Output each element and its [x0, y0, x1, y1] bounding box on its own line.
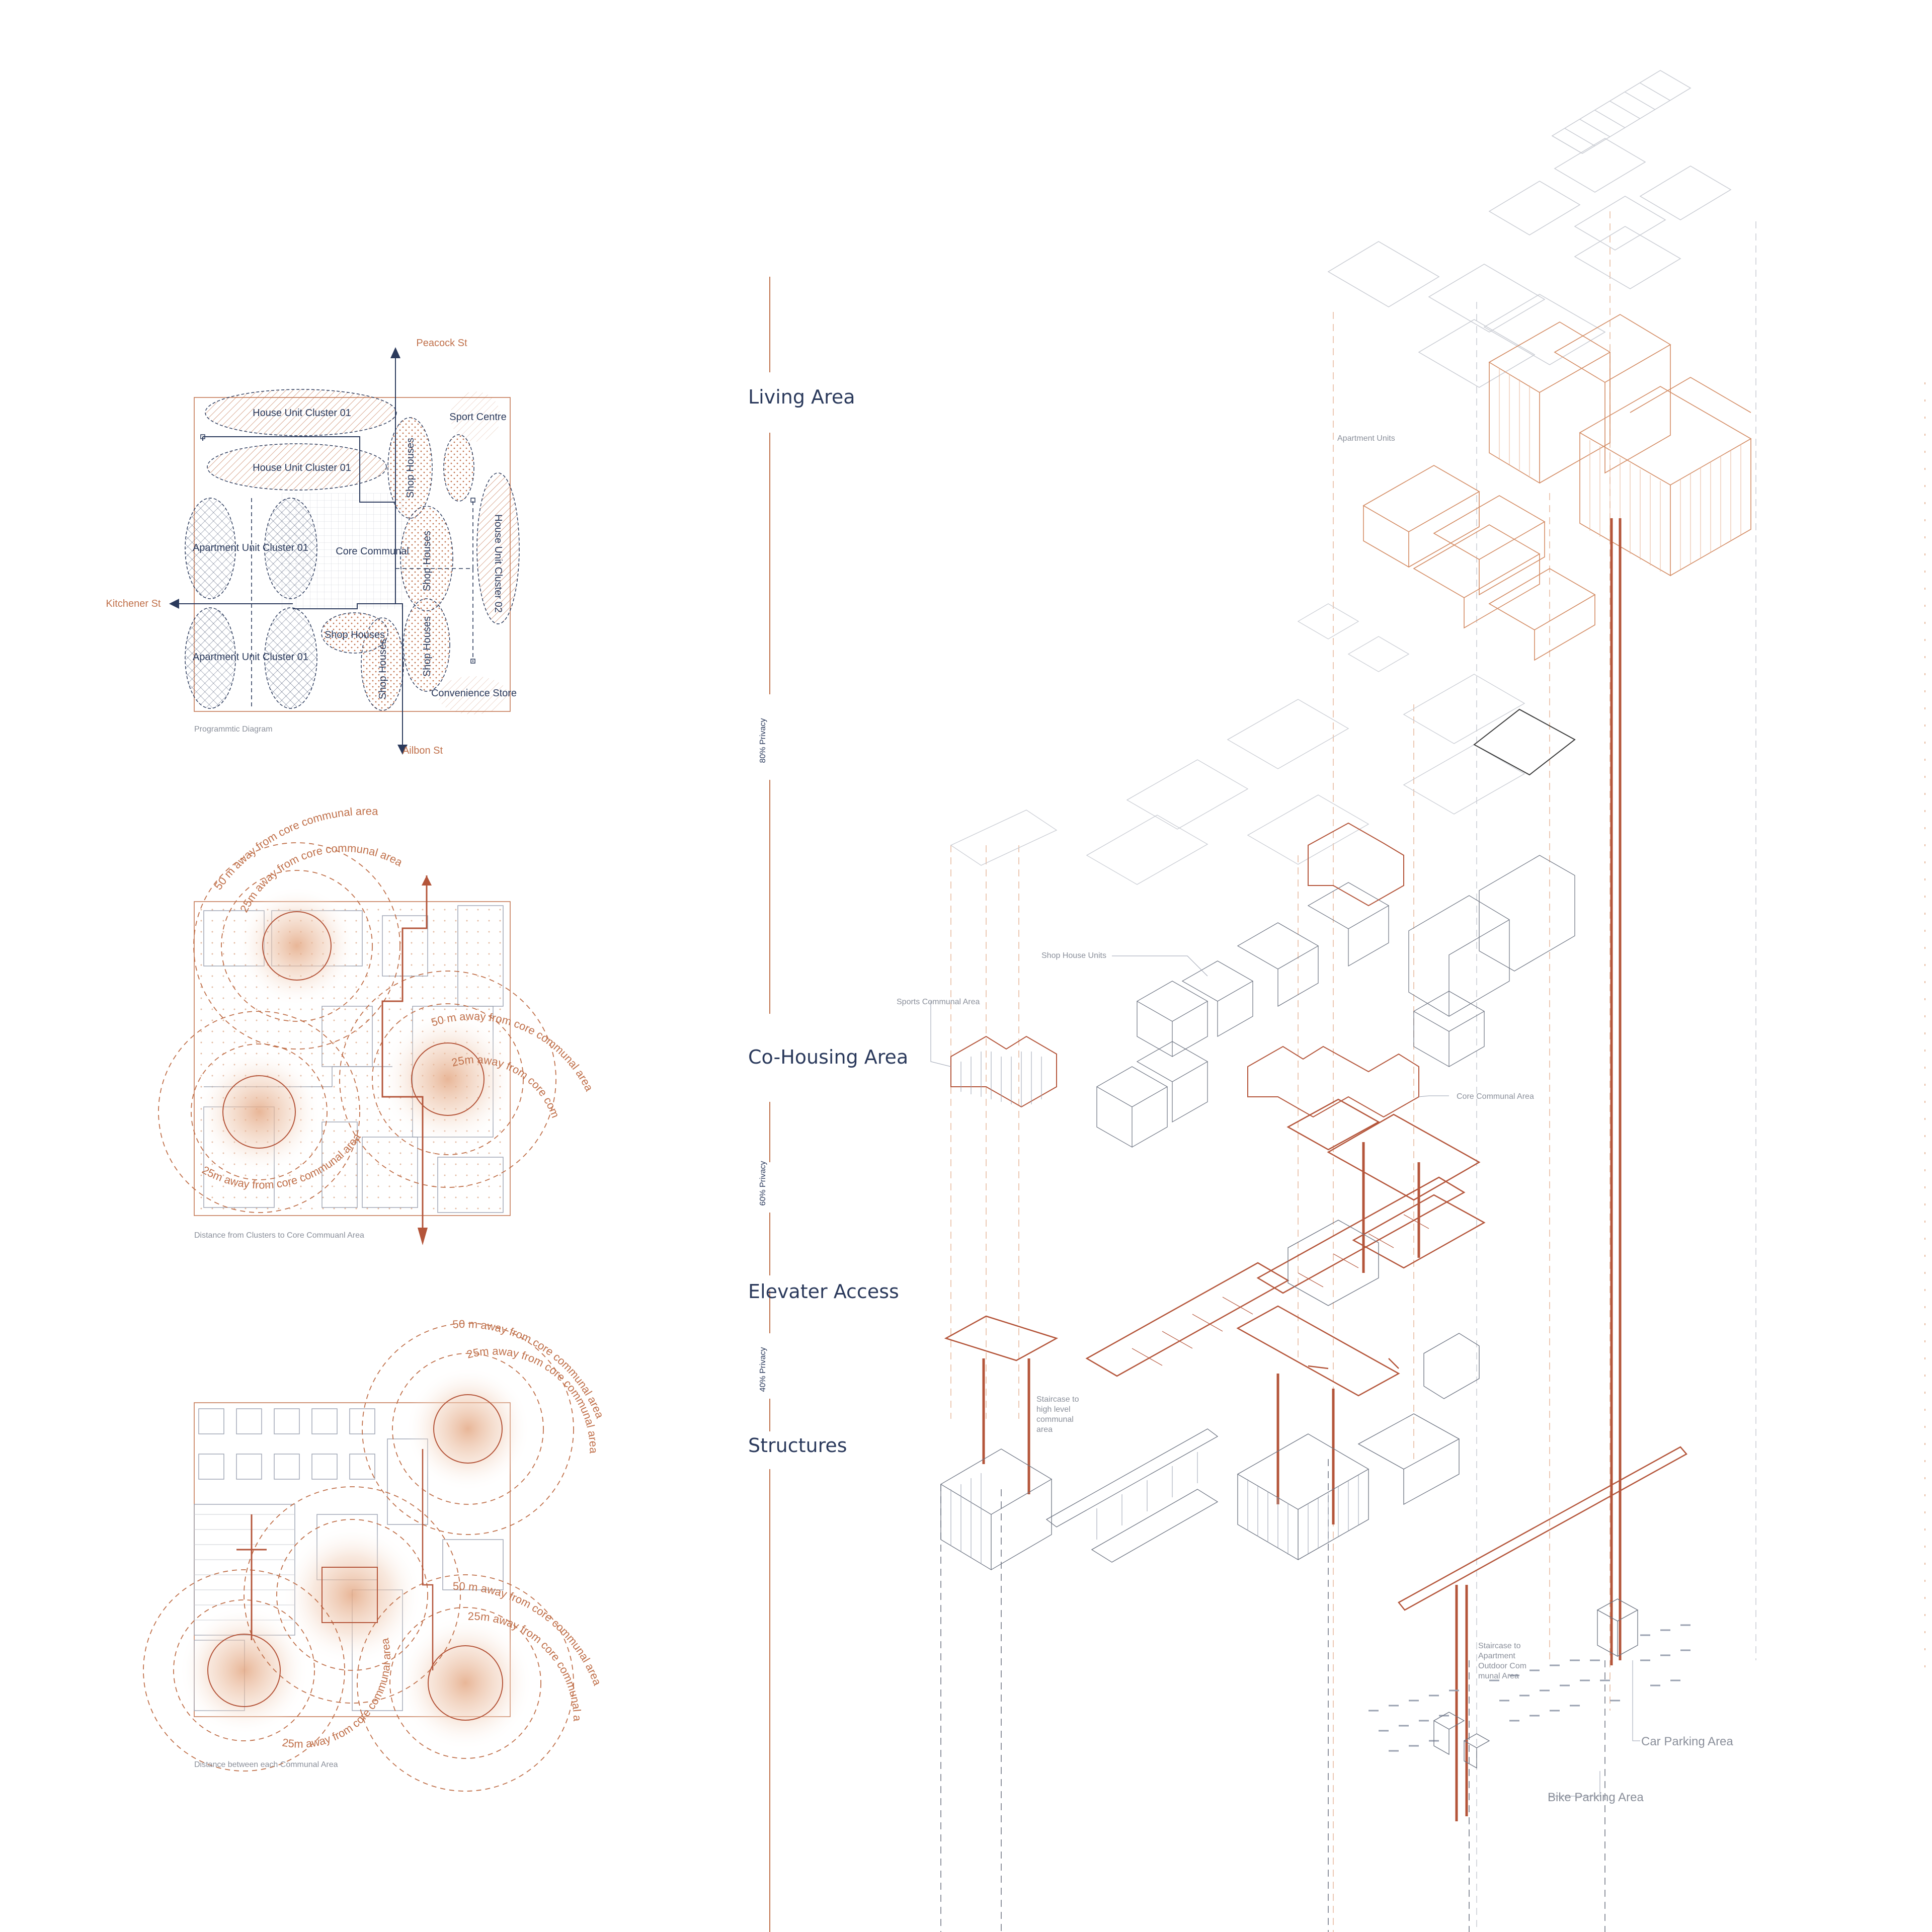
core-circles: [222, 911, 485, 1149]
core-circles: [207, 1394, 503, 1721]
parking-marks: [1369, 1624, 1691, 1752]
svg-text:high level: high level: [1036, 1405, 1071, 1414]
distance-rings: [158, 842, 556, 1213]
label-car-parking: Car Parking Area: [1641, 1735, 1733, 1748]
sports-communal-grid: [960, 1052, 1042, 1107]
label-shop-house-units: Shop House Units: [1041, 951, 1106, 960]
zone-label: Sport Centre: [449, 412, 506, 423]
diagram-caption: Distance between each Communal Area: [194, 1760, 338, 1769]
street-label-south: Ailbon St: [403, 745, 443, 756]
shop-ellipse: [321, 612, 388, 654]
apartment-ellipse: [185, 498, 236, 599]
house-cluster-ellipse: [476, 472, 520, 624]
zone-label: Shop Houses: [405, 438, 416, 498]
street-label-west: Kitchener St: [106, 598, 161, 609]
layer-title-cohousing: Co-Housing Area: [748, 1046, 908, 1068]
vertical-guides: [940, 211, 1756, 1932]
zone-label: Shop Houses: [325, 629, 385, 640]
zone-label: House Unit Cluster 02: [493, 514, 504, 613]
zone-label: Shop Houses: [422, 531, 433, 591]
house-cluster-ellipse: [207, 443, 387, 491]
leader-lines: [930, 955, 1640, 1797]
layer-title-living: Living Area: [748, 386, 855, 408]
label-staircase-apartment: Staircase to Apartment Outdoor Com munal…: [1478, 1642, 1526, 1680]
roof-slab: [1473, 708, 1576, 776]
shop-roofs: [950, 603, 1525, 885]
shop-ellipse: [403, 598, 450, 692]
privacy-label: 80% Privacy: [759, 718, 767, 763]
zone-label: Shop Houses: [377, 639, 388, 699]
structure-frames: [940, 1220, 1480, 1571]
zone-label: Shop Houses: [422, 616, 433, 677]
svg-text:communal: communal: [1036, 1415, 1074, 1424]
apartment-ellipse: [185, 607, 236, 709]
core-communal-volume: [1247, 822, 1419, 1118]
privacy-label: 40% Privacy: [759, 1347, 767, 1392]
house-cluster-ellipse: [205, 389, 397, 436]
layer-axis: Living Area Co-Housing Area Elevater Acc…: [748, 277, 908, 1932]
apartment-ellipse: [264, 607, 317, 709]
svg-text:area: area: [1036, 1425, 1053, 1434]
diagram-caption: Distance from Clusters to Core Commuanl …: [194, 1231, 364, 1240]
zone-label: Convenience Store: [431, 688, 517, 699]
sport-zone: [450, 391, 501, 442]
elevator-walkway: [944, 1098, 1486, 1397]
layer-title-elevator: Elevater Access: [748, 1280, 899, 1303]
elevator-columns: [982, 518, 1622, 1821]
zone-label: House Unit Cluster 01: [253, 408, 351, 419]
svg-text:munal Area: munal Area: [1478, 1672, 1519, 1680]
shop-ellipse: [443, 434, 474, 502]
label-staircase-high: Staircase to high level communal area: [1036, 1395, 1079, 1434]
walkway-slats: [1132, 1214, 1429, 1366]
shop-house-units: [1096, 855, 1575, 1148]
svg-text:Staircase to: Staircase to: [1036, 1395, 1079, 1404]
sports-communal-volume: [950, 1035, 1057, 1108]
label-bike-parking: Bike Parking Area: [1548, 1791, 1644, 1804]
zone-label: Apartment Unit Cluster 01: [193, 652, 308, 663]
exploded-axonometric: Apartment Units Shop House Units Sports …: [897, 70, 1925, 1932]
shop-ellipse: [387, 417, 433, 519]
privacy-label: 60% Privacy: [759, 1161, 767, 1206]
parking-structures: [1433, 1598, 1639, 1769]
label-apartment-units: Apartment Units: [1337, 434, 1395, 443]
svg-text:Apartment: Apartment: [1478, 1652, 1515, 1660]
roof-panels: [1327, 70, 1732, 388]
store-zone: [438, 676, 508, 714]
svg-text:Staircase to: Staircase to: [1478, 1642, 1521, 1650]
street-label-north: Peacock St: [416, 338, 467, 349]
apartment-units: [1362, 314, 1752, 661]
zone-label: Apartment Unit Cluster 01: [193, 542, 308, 553]
label-core-communal: Core Communal Area: [1457, 1092, 1534, 1101]
zone-label: House Unit Cluster 01: [253, 462, 351, 473]
structure-grid: [950, 1452, 1359, 1564]
zone-label: Core Communal: [336, 546, 409, 557]
distance-rings: [143, 1323, 574, 1792]
svg-text:Outdoor Com: Outdoor Com: [1478, 1662, 1526, 1670]
apartment-walkway: [1398, 1446, 1687, 1611]
label-sports-communal: Sports Communal Area: [897, 998, 980, 1006]
apartment-ellipse: [264, 498, 317, 599]
diagram-caption: Programmtic Diagram: [194, 725, 273, 734]
apartment-mullions: [1499, 368, 1741, 572]
layer-title-structures: Structures: [748, 1434, 847, 1457]
programmatic-diagram: Peacock St Kitchener St Ailbon St House …: [106, 338, 520, 756]
